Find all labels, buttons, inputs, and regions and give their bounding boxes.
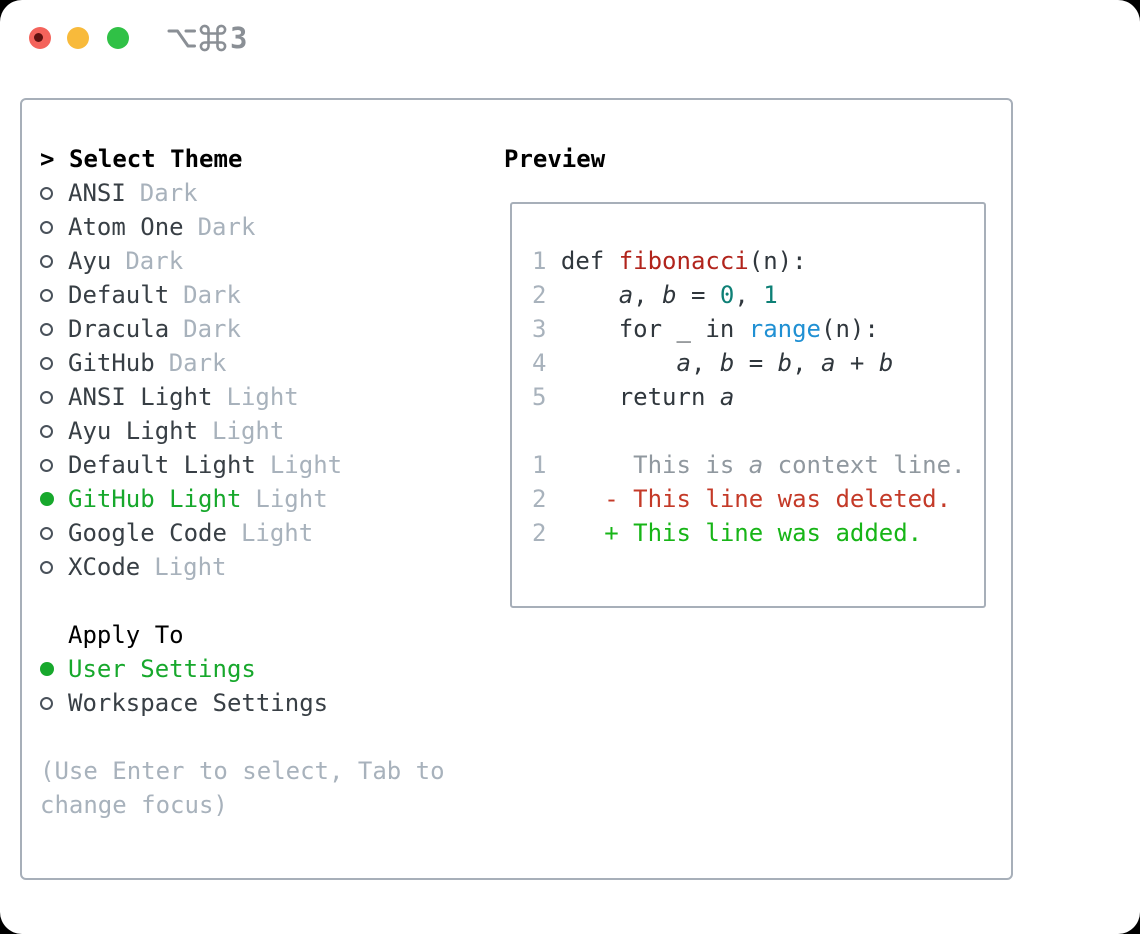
apply-to-option[interactable]: Workspace Settings	[40, 686, 490, 720]
theme-variant-tag: Dark	[168, 349, 227, 377]
code-line-source: 2 a, b = 0, 1	[532, 281, 778, 309]
theme-variant-tag: Dark	[197, 213, 256, 241]
preview-title: Preview	[504, 145, 606, 173]
theme-option[interactable]: ANSI Dark	[40, 176, 490, 210]
select-theme-title: Select Theme	[69, 145, 243, 173]
theme-variant-tag: Dark	[183, 281, 241, 309]
theme-variant-tag: Light	[255, 485, 328, 513]
code-preview: 1 def fibonacci(n): 2 a, b = 0, 1 3 for _ …	[532, 244, 966, 550]
radio-icon	[40, 391, 53, 404]
theme-option[interactable]: Atom One Dark	[40, 210, 490, 244]
apply-to-label: Workspace Settings	[68, 689, 329, 717]
radio-icon	[40, 459, 53, 472]
radio-icon	[40, 255, 53, 268]
theme-name-label: Dracula	[68, 315, 170, 343]
spacer	[40, 584, 490, 618]
keyboard-hint: (Use Enter to select, Tab to change focu…	[40, 757, 445, 819]
window-shortcut-key: 3	[230, 21, 248, 55]
radio-icon	[40, 357, 53, 370]
minimize-button[interactable]	[67, 27, 89, 49]
theme-option[interactable]: GitHub Light Light	[40, 482, 490, 516]
theme-variant-tag: Light	[240, 519, 314, 547]
apply-to-title: Apply To	[68, 621, 184, 649]
radio-icon	[40, 527, 53, 540]
theme-name-label: Atom One	[68, 213, 184, 241]
theme-variant-tag: Dark	[125, 247, 184, 275]
title-bar: 3	[0, 0, 1140, 76]
code-line-source: 4 a, b = b, a + b	[532, 349, 894, 377]
code-line-added: 2 + This line was added.	[532, 519, 923, 547]
window-shortcut: 3	[167, 21, 247, 55]
radio-icon	[40, 221, 53, 234]
theme-variant-tag: Dark	[139, 179, 198, 207]
code-line-context: 1 This is a context line.	[532, 451, 966, 479]
code-line-source: 5 return a	[532, 383, 735, 411]
close-button[interactable]	[29, 27, 51, 49]
theme-option[interactable]: Dracula Dark	[40, 312, 490, 346]
theme-option[interactable]: Google Code Light	[40, 516, 490, 550]
code-line-source: 1 def fibonacci(n):	[532, 247, 807, 275]
theme-variant-tag: Light	[212, 417, 285, 445]
zoom-button[interactable]	[107, 27, 129, 49]
radio-icon	[40, 561, 53, 574]
code-line-deleted: 2 - This line was deleted.	[532, 485, 952, 513]
apply-to-option[interactable]: User Settings	[40, 652, 490, 686]
theme-option[interactable]: Ayu Dark	[40, 244, 490, 278]
radio-icon	[40, 425, 53, 438]
close-button-dot	[34, 33, 43, 42]
theme-name-label: GitHub Light	[68, 485, 242, 513]
radio-icon	[40, 187, 53, 200]
radio-icon	[40, 323, 53, 336]
theme-name-label: Ayu Light	[68, 417, 199, 445]
theme-name-label: XCode	[68, 553, 141, 581]
theme-option[interactable]: GitHub Dark	[40, 346, 490, 380]
spacer	[40, 720, 490, 754]
preview-pane: 1 def fibonacci(n): 2 a, b = 0, 1 3 for _ …	[510, 202, 986, 608]
command-key-icon	[199, 24, 227, 52]
theme-name-label: Default Light	[68, 451, 256, 479]
theme-name-label: Default	[68, 281, 170, 309]
radio-selected-icon	[40, 662, 54, 676]
theme-variant-tag: Light	[226, 383, 299, 411]
code-line-blank	[532, 414, 966, 448]
radio-icon	[40, 289, 53, 302]
theme-name-label: ANSI Light	[68, 383, 213, 411]
apply-to-label: User Settings	[68, 655, 256, 683]
code-line-source: 3 for _ in range(n):	[532, 315, 879, 343]
select-theme-header: > Select Theme	[40, 142, 490, 176]
theme-option[interactable]: ANSI Light Light	[40, 380, 490, 414]
theme-name-label: GitHub	[68, 349, 155, 377]
theme-name-label: Google Code	[68, 519, 227, 547]
prompt-caret: >	[40, 145, 55, 173]
theme-variant-tag: Light	[269, 451, 343, 479]
option-key-icon	[167, 25, 196, 51]
theme-variant-tag: Light	[154, 553, 227, 581]
theme-option[interactable]: Default Dark	[40, 278, 490, 312]
theme-variant-tag: Dark	[183, 315, 241, 343]
theme-option[interactable]: Ayu Light Light	[40, 414, 490, 448]
radio-icon	[40, 697, 53, 710]
theme-name-label: Ayu	[68, 247, 112, 275]
theme-option[interactable]: XCode Light	[40, 550, 490, 584]
theme-option[interactable]: Default Light Light	[40, 448, 490, 482]
apply-to-list: User Settings Workspace Settings	[40, 652, 490, 720]
radio-selected-icon	[40, 492, 54, 506]
theme-name-label: ANSI	[68, 179, 126, 207]
